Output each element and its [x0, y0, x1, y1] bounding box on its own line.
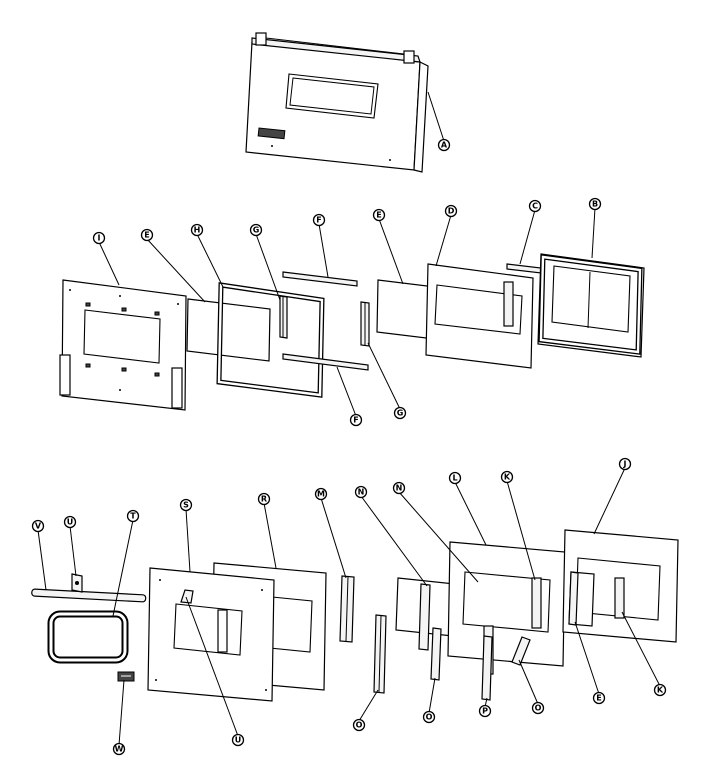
- svg-text:N: N: [396, 484, 403, 493]
- callout-s: S: [179, 498, 193, 512]
- callout-t: T: [126, 509, 140, 523]
- glass-support-strip-g-left: [279, 295, 288, 339]
- svg-text:C: C: [532, 202, 538, 211]
- svg-text:P: P: [482, 707, 488, 716]
- door-gasket-frame-h: [216, 282, 325, 398]
- callout-r: R: [257, 492, 271, 506]
- callout-c: C: [528, 199, 542, 213]
- svg-text:M: M: [317, 490, 325, 499]
- hinge-channel-o-center: [430, 627, 442, 681]
- callout-w: W: [112, 742, 126, 756]
- bracket-m: [339, 575, 355, 643]
- svg-text:E: E: [144, 231, 149, 240]
- outer-door-panel-d: [425, 263, 534, 369]
- callout-g-right: G: [393, 406, 407, 420]
- hinge-channel-o-left: [373, 614, 387, 694]
- callout-e-upper-left: E: [140, 228, 154, 242]
- leader-lines: [37, 91, 661, 746]
- callout-o-right: O: [531, 701, 545, 715]
- glass-rail-f-bottom: [282, 353, 369, 371]
- window-frame-t: [47, 610, 129, 664]
- svg-text:G: G: [253, 226, 260, 235]
- callout-f-bottom: F: [349, 413, 363, 427]
- svg-text:K: K: [657, 686, 664, 695]
- callout-k-lower: K: [653, 683, 667, 697]
- svg-text:L: L: [452, 474, 457, 483]
- channel-p: [481, 635, 493, 701]
- svg-text:J: J: [623, 460, 627, 469]
- callout-n-left: N: [354, 485, 368, 499]
- clip-w: [117, 671, 135, 682]
- callout-e-lower: E: [592, 691, 606, 705]
- svg-text:T: T: [130, 512, 136, 521]
- callout-g-left: G: [249, 223, 263, 237]
- glass-pane-e-lower: [568, 571, 595, 627]
- callout-o-left: O: [352, 718, 366, 732]
- svg-text:D: D: [448, 207, 455, 216]
- glass-rail-f-top: [282, 271, 358, 287]
- callout-k-upper: K: [500, 470, 514, 484]
- svg-text:R: R: [261, 495, 267, 504]
- svg-text:U: U: [235, 736, 242, 745]
- svg-text:E: E: [596, 694, 601, 703]
- svg-text:F: F: [353, 416, 358, 425]
- svg-text:U: U: [67, 518, 74, 527]
- svg-text:N: N: [358, 488, 365, 497]
- svg-text:K: K: [504, 473, 511, 482]
- svg-text:O: O: [535, 704, 542, 713]
- callout-d: D: [444, 204, 458, 218]
- callout-j: J: [618, 457, 632, 471]
- door-handle-rod-v: [31, 588, 147, 603]
- svg-text:A: A: [441, 141, 448, 150]
- callout-h: H: [190, 223, 204, 237]
- svg-text:V: V: [35, 522, 42, 531]
- callout-i: I: [92, 231, 106, 245]
- callout-l: L: [448, 471, 462, 485]
- callout-m: M: [314, 487, 328, 501]
- glass-pane-e-upper-left: [186, 298, 271, 362]
- callout-b: B: [588, 197, 602, 211]
- door-liner-frame-b: [537, 253, 645, 358]
- svg-text:W: W: [115, 745, 124, 754]
- assembled-oven-door: [245, 32, 429, 173]
- glass-support-strip-g-right: [360, 301, 370, 347]
- callout-n-right: N: [392, 481, 406, 495]
- svg-text:G: G: [397, 409, 404, 418]
- callout-f-top: F: [312, 213, 326, 227]
- door-liner-panel-l: [447, 541, 566, 675]
- callout-p: P: [478, 704, 492, 718]
- callout-e-upper-right: E: [372, 208, 386, 222]
- callout-u-large: U: [231, 733, 245, 747]
- svg-text:I: I: [98, 234, 101, 243]
- callout-u-small: U: [63, 515, 77, 529]
- strip-o-right: [511, 636, 531, 666]
- callout-v: V: [31, 519, 45, 533]
- handle-bracket-u-small: [71, 573, 83, 593]
- callout-o-center: O: [422, 710, 436, 724]
- svg-text:B: B: [592, 200, 598, 209]
- inner-door-panel-i: [59, 279, 187, 411]
- svg-text:H: H: [194, 226, 201, 235]
- outer-door-skin-s: [147, 567, 275, 702]
- svg-text:E: E: [376, 211, 381, 220]
- svg-text:O: O: [426, 713, 433, 722]
- callout-a: A: [437, 138, 451, 152]
- svg-text:S: S: [183, 501, 189, 510]
- frame-strip-c: [506, 263, 542, 274]
- channel-n-left: [418, 583, 431, 651]
- svg-text:F: F: [316, 216, 321, 225]
- svg-text:O: O: [356, 721, 363, 730]
